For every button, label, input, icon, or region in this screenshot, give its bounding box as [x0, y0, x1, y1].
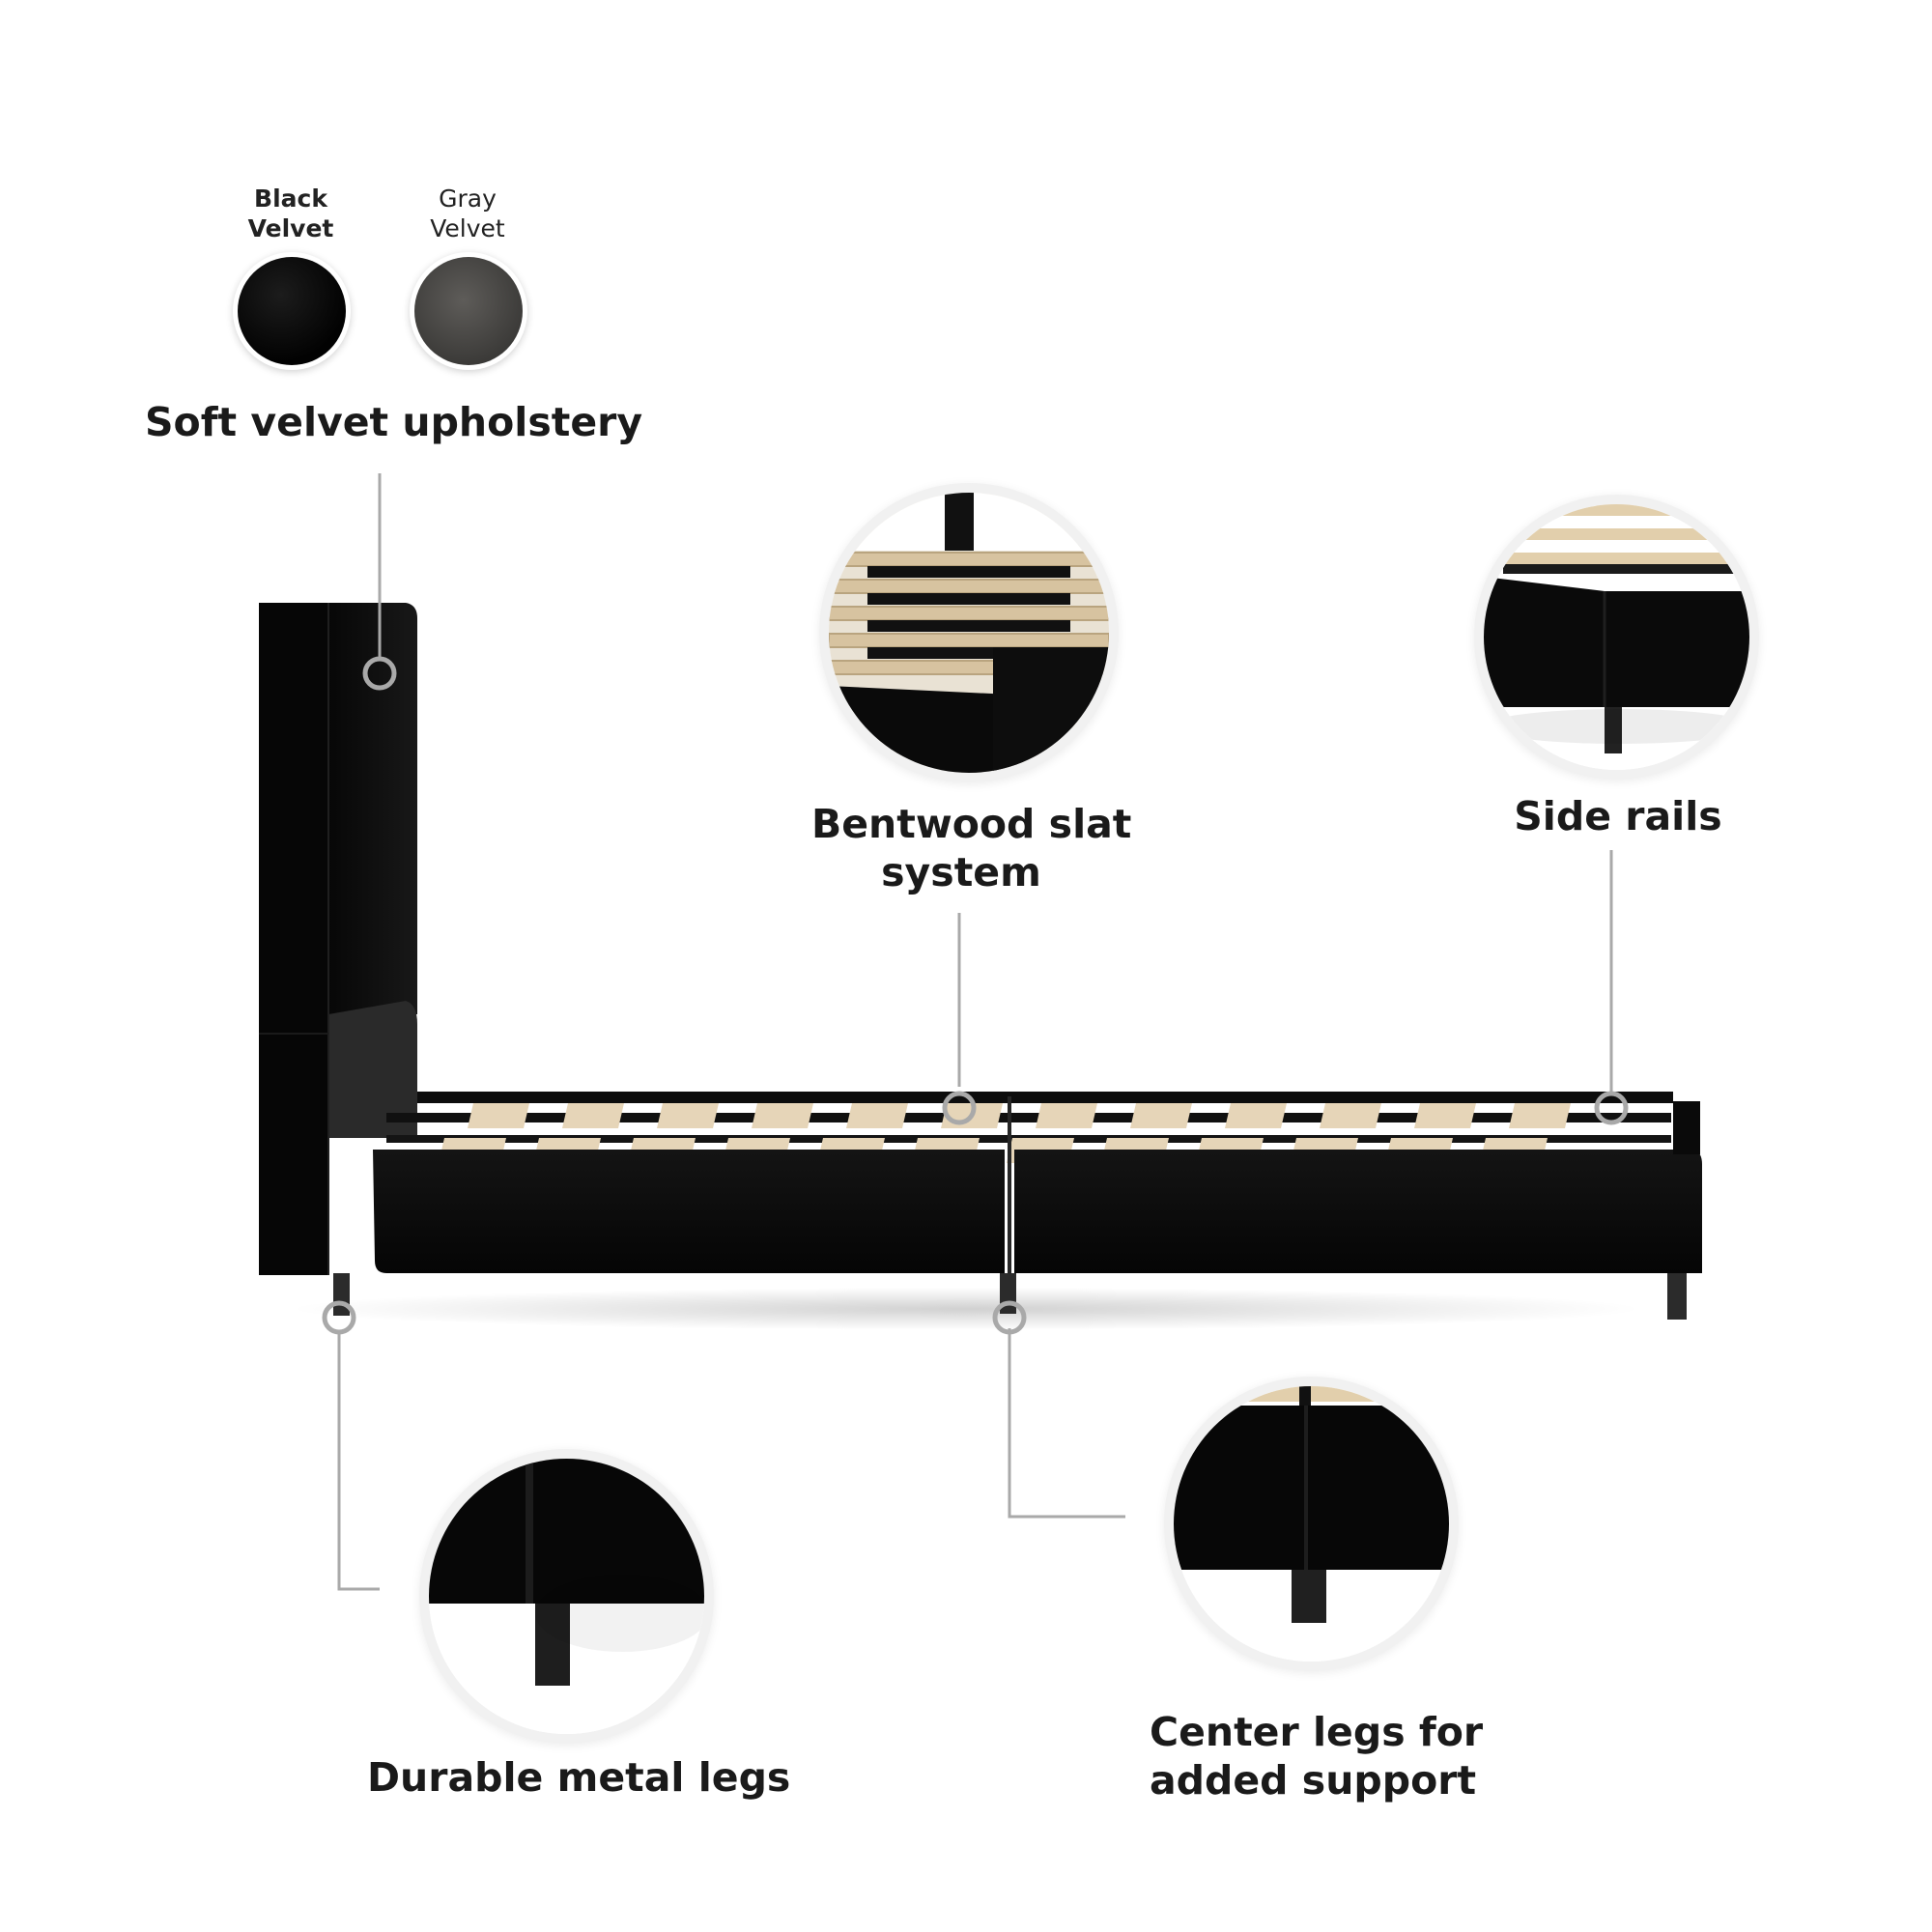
slats-label-line1: Bentwood slat — [811, 801, 1132, 847]
center-legs-label: Center legs for added support — [1150, 1708, 1484, 1804]
floor-shadow — [290, 1288, 1642, 1330]
side-rails-label: Side rails — [1514, 793, 1722, 839]
slat — [657, 1103, 719, 1128]
swatch-name-line2: Velvet — [247, 214, 334, 242]
swatch-label-black: Black Velvet — [213, 184, 368, 243]
leg-front-right — [1667, 1273, 1687, 1320]
swatch-label-gray: Gray Velvet — [390, 184, 545, 243]
zoom-metal-legs — [419, 1449, 714, 1744]
center-legs-label-line2: added support — [1150, 1757, 1477, 1804]
slat — [752, 1103, 813, 1128]
center-legs-label-line1: Center legs for — [1150, 1709, 1484, 1755]
slat — [1320, 1103, 1381, 1128]
callout-lines — [337, 473, 1613, 1591]
swatch-name-line1: Gray — [439, 185, 497, 213]
callout-dots — [322, 656, 1629, 1335]
slat-support — [386, 1113, 1671, 1122]
slats-label: Bentwood slat system — [811, 800, 1132, 896]
upholstery-label: Soft velvet upholstery — [145, 399, 643, 445]
black-velvet-swatch[interactable] — [238, 257, 346, 365]
rear-rail — [417, 1092, 1673, 1103]
gray-velvet-swatch[interactable] — [414, 257, 523, 365]
slat — [1225, 1103, 1287, 1128]
headboard — [259, 603, 417, 1275]
metal-legs-label: Durable metal legs — [367, 1754, 791, 1801]
leg-front-left — [333, 1273, 350, 1316]
slat — [562, 1103, 624, 1128]
slat — [1509, 1103, 1571, 1128]
swatch-name-line2: Velvet — [430, 214, 505, 242]
slat — [1036, 1103, 1097, 1128]
slat — [1414, 1103, 1476, 1128]
slat — [1130, 1103, 1192, 1128]
zoom-side-rails — [1474, 495, 1759, 780]
slat — [468, 1103, 529, 1128]
slat — [846, 1103, 908, 1128]
slats-label-line2: system — [881, 849, 1041, 895]
front-rail — [373, 1096, 1702, 1275]
back-slats — [468, 1103, 1571, 1128]
swatch-name-line1: Black — [254, 185, 327, 213]
zoom-center-legs — [1164, 1377, 1459, 1671]
zoom-slat-system — [819, 483, 1119, 782]
